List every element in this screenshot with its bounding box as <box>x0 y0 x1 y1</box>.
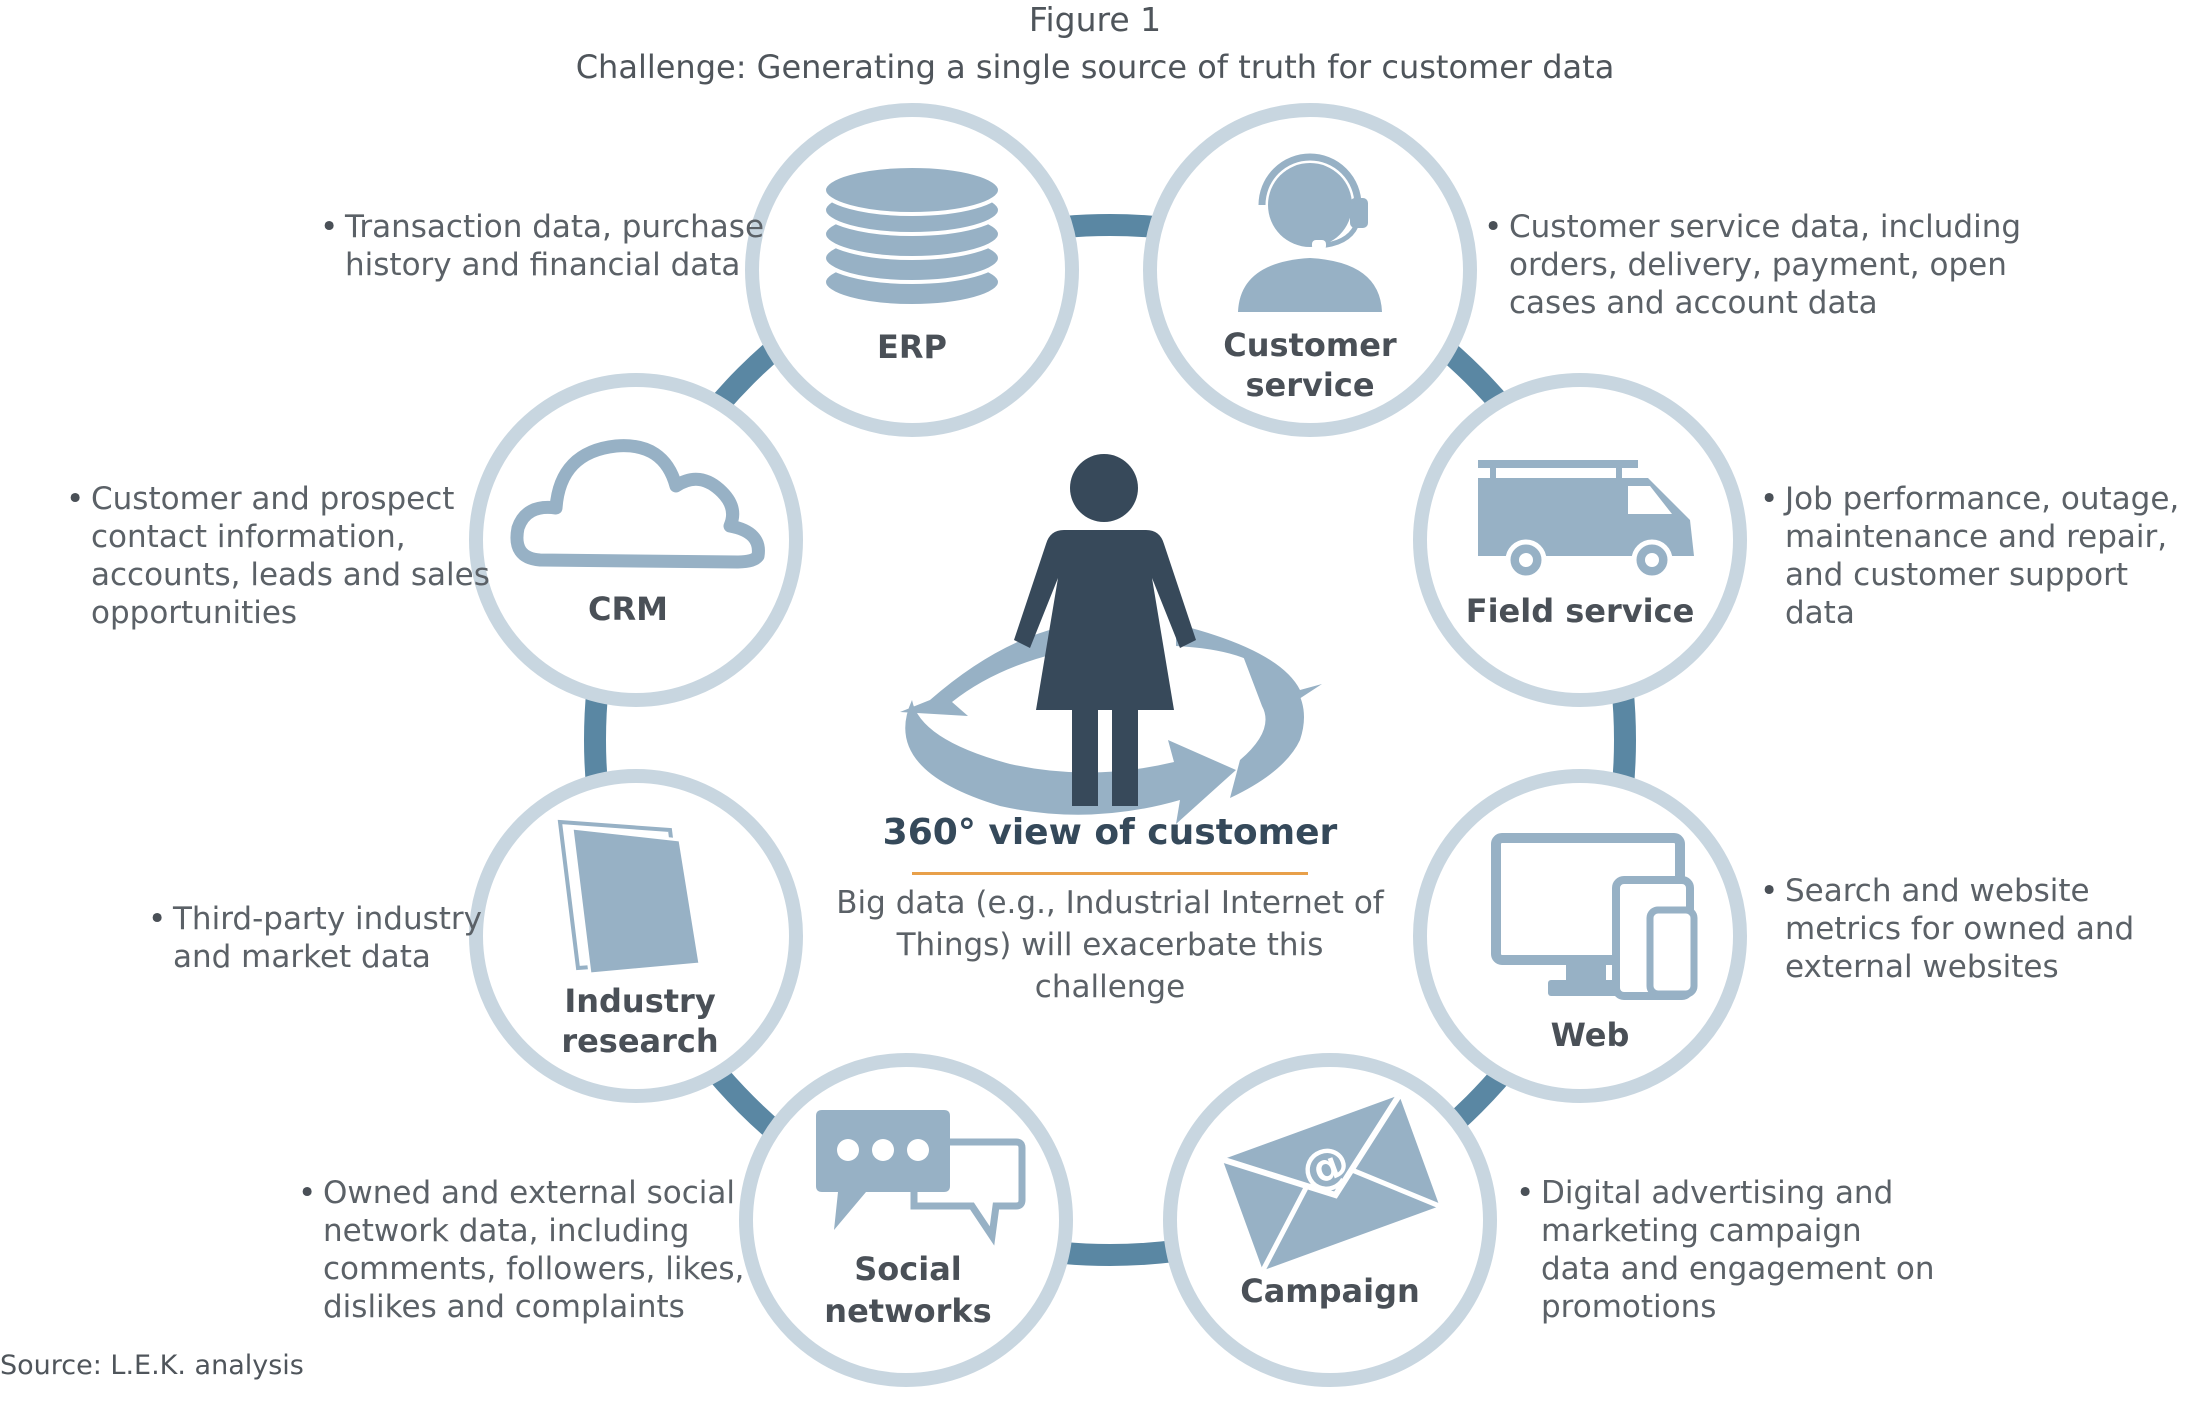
desc-web-line-3: external websites <box>1785 949 2059 985</box>
node-social-networks: Social networks <box>739 1053 1073 1387</box>
desc-crm-line-2: contact information, <box>91 519 406 555</box>
node-web: Web <box>1413 769 1747 1103</box>
desc-field-service-line-2: maintenance and repair, <box>1785 519 2168 555</box>
node-field-service: Field service <box>1413 373 1747 707</box>
desc-customer-service-line-3: cases and account data <box>1509 285 1878 321</box>
desc-social-networks-line-2: network data, including <box>323 1213 690 1249</box>
node-customer-service-label-2: service <box>1245 366 1374 404</box>
desc-industry-research-line-1: Third-party industry <box>173 901 483 937</box>
desc-customer-service-line-2: orders, delivery, payment, open <box>1509 247 2007 283</box>
cloud-icon <box>510 439 765 569</box>
node-web-label: Web <box>1551 1016 1630 1054</box>
node-crm-label: CRM <box>588 590 668 628</box>
node-industry-research-label-2: research <box>561 1022 718 1060</box>
center-subtitle-line-2: Things) will exacerbate this challenge <box>896 927 1324 1005</box>
node-social-networks-label-1: Social <box>854 1250 962 1288</box>
desc-web-line-2: metrics for owned and <box>1785 911 2135 947</box>
node-customer-service: Customer service <box>1143 103 1477 437</box>
desc-campaign-line-2: marketing campaign <box>1541 1213 1862 1249</box>
node-customer-service-label-1: Customer <box>1223 326 1397 364</box>
node-erp-label: ERP <box>877 328 947 366</box>
node-campaign-label: Campaign <box>1240 1272 1420 1310</box>
node-social-networks-label-2: networks <box>824 1292 991 1330</box>
node-erp: ERP <box>745 103 1079 437</box>
desc-crm-line-3: accounts, leads and sales <box>91 557 490 593</box>
node-field-service-label: Field service <box>1466 592 1695 630</box>
desc-social-networks-line-3: comments, followers, likes, <box>323 1251 745 1287</box>
figure-title: Challenge: Generating a single source of… <box>575 48 1615 86</box>
person-cycle-icon <box>900 454 1322 824</box>
desc-field-service-line-3: and customer support data <box>1785 557 2129 631</box>
center-divider <box>912 872 1308 875</box>
node-crm: CRM <box>469 373 803 707</box>
desc-field-service-line-1: Job performance, outage, <box>1785 481 2180 517</box>
node-industry-research: Industry research <box>469 769 803 1103</box>
desc-crm-line-4: opportunities <box>91 595 298 631</box>
desc-campaign-line-4: promotions <box>1541 1289 1717 1325</box>
center-subtitle-line-1: Big data (e.g., Industrial Internet of <box>836 885 1384 921</box>
center-subtitle: Big data (e.g., Industrial Internet of T… <box>820 882 1400 1008</box>
node-campaign: @ Campaign <box>1163 1053 1497 1387</box>
desc-social-networks-line-4: dislikes and complaints <box>323 1289 685 1325</box>
desc-campaign-line-3: data and engagement on <box>1541 1251 1935 1287</box>
desc-customer-service-line-1: Customer service data, including <box>1509 209 2022 245</box>
desc-erp-line-2: history and financial data <box>345 247 741 283</box>
connection-ring <box>584 214 1636 1266</box>
desc-customer-service-item: Customer service data, includingorders, … <box>1484 208 2021 322</box>
report-icon <box>557 819 702 976</box>
email-icon: @ <box>1221 1093 1441 1272</box>
van-icon <box>1478 460 1694 581</box>
chat-bubbles-icon <box>816 1110 1026 1246</box>
node-industry-research-label-1: Industry <box>564 982 716 1020</box>
headset-agent-icon <box>1238 153 1382 312</box>
desc-industry-research-line-2: and market data <box>173 939 431 975</box>
desc-erp-line-1: Transaction data, purchase <box>345 209 765 245</box>
database-icon <box>822 164 1002 308</box>
source-note: Source: L.E.K. analysis <box>0 1350 304 1381</box>
desc-field-service: Job performance, outage,maintenance and … <box>1760 480 2190 632</box>
desc-customer-service: Customer service data, includingorders, … <box>1484 208 2021 322</box>
figure-label: Figure 1 <box>1028 0 1162 39</box>
desc-campaign-line-1: Digital advertising and <box>1541 1175 1894 1211</box>
devices-icon <box>1491 833 1698 1000</box>
desc-crm-line-1: Customer and prospect <box>91 481 455 517</box>
desc-web-line-1: Search and website <box>1785 873 2090 909</box>
desc-field-service-item: Job performance, outage,maintenance and … <box>1760 480 2190 632</box>
center-title: 360° view of customer <box>882 812 1338 853</box>
desc-social-networks-line-1: Owned and external social <box>323 1175 735 1211</box>
